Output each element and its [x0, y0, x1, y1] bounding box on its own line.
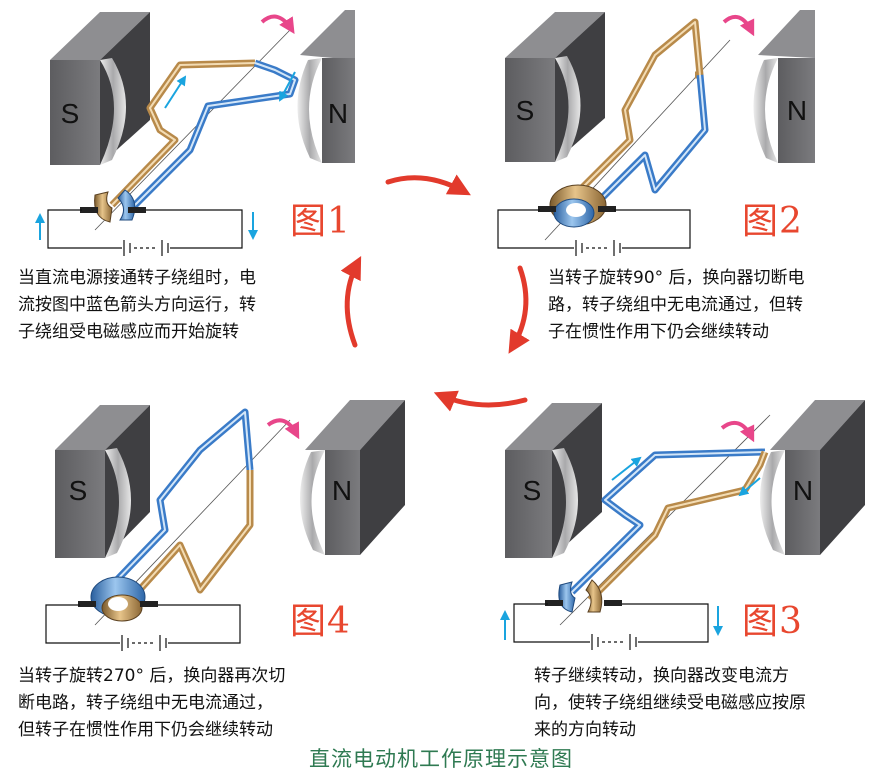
description-1: 当直流电源接通转子绕组时，电 流按图中蓝色箭头方向运行，转 子绕组受电磁感应而开…	[18, 268, 256, 342]
magnet-n: N	[299, 400, 405, 555]
commutator	[78, 576, 158, 622]
current-arrow-icon	[738, 477, 761, 497]
cycle-arrow-icon	[433, 390, 528, 412]
magnet-n: N	[759, 400, 865, 555]
figure-label-2: 图2	[742, 201, 803, 242]
current-arrow-icon	[164, 75, 187, 109]
rotation-arrow-icon	[260, 14, 295, 35]
description-3: 转子继续转动，换向器改变电流方 向，使转子绕组继续受电磁感应按原 来的方向转动	[534, 666, 806, 740]
current-arrow-icon	[611, 456, 642, 481]
magnet-s: S	[50, 12, 150, 165]
rotation-arrow-icon	[266, 418, 300, 440]
commutator	[80, 189, 146, 223]
pole-n-label: N	[332, 475, 352, 506]
pole-s-label: S	[516, 95, 535, 126]
magnet-s: S	[505, 12, 605, 162]
circuit	[47, 209, 243, 256]
rotor-coil	[109, 59, 299, 215]
circuit	[45, 604, 241, 651]
pole-s-label: S	[69, 475, 88, 506]
rotation-arrow-icon	[720, 420, 755, 443]
rotor-coil	[109, 408, 254, 598]
cycle-arrow-icon	[508, 265, 530, 354]
rotation-arrow-icon	[722, 14, 755, 37]
magnet-s: S	[55, 405, 150, 558]
cycle-arrow-icon	[340, 256, 362, 348]
rotor-coil	[569, 448, 769, 603]
rotor-coil	[577, 18, 709, 203]
description-4: 当转子旋转270° 后，换向器再次切 断电路，转子绕组中无电流通过， 但转子在惯…	[18, 666, 286, 740]
panel-4: S N	[45, 400, 405, 651]
magnet-n: N	[297, 10, 355, 163]
figure-label-1: 图1	[290, 201, 351, 242]
pole-s-label: S	[523, 475, 542, 506]
current-arrow-icon	[279, 71, 296, 102]
commutator	[538, 184, 616, 228]
cycle-arrow-icon	[385, 174, 471, 196]
figure-label-4: 图4	[290, 601, 351, 642]
magnet-s: S	[505, 403, 602, 558]
pole-n-label: N	[787, 95, 807, 126]
pole-n-label: N	[793, 475, 813, 506]
description-2: 当转子旋转90° 后，换向器切断电 路，转子绕组中无电流通过，但转 子在惯性作用…	[548, 268, 805, 342]
figure-label-3: 图3	[742, 601, 803, 642]
pole-s-label: S	[61, 98, 80, 129]
pole-n-label: N	[328, 98, 348, 129]
commutator	[545, 579, 622, 613]
diagram-caption: 直流电动机工作原理示意图	[309, 747, 573, 771]
panel-1: S N	[35, 10, 355, 256]
magnet-n: N	[753, 10, 815, 163]
circuit	[497, 209, 691, 256]
circuit	[513, 603, 709, 650]
panel-3: S N	[500, 400, 865, 650]
panel-2: S N	[497, 10, 815, 256]
